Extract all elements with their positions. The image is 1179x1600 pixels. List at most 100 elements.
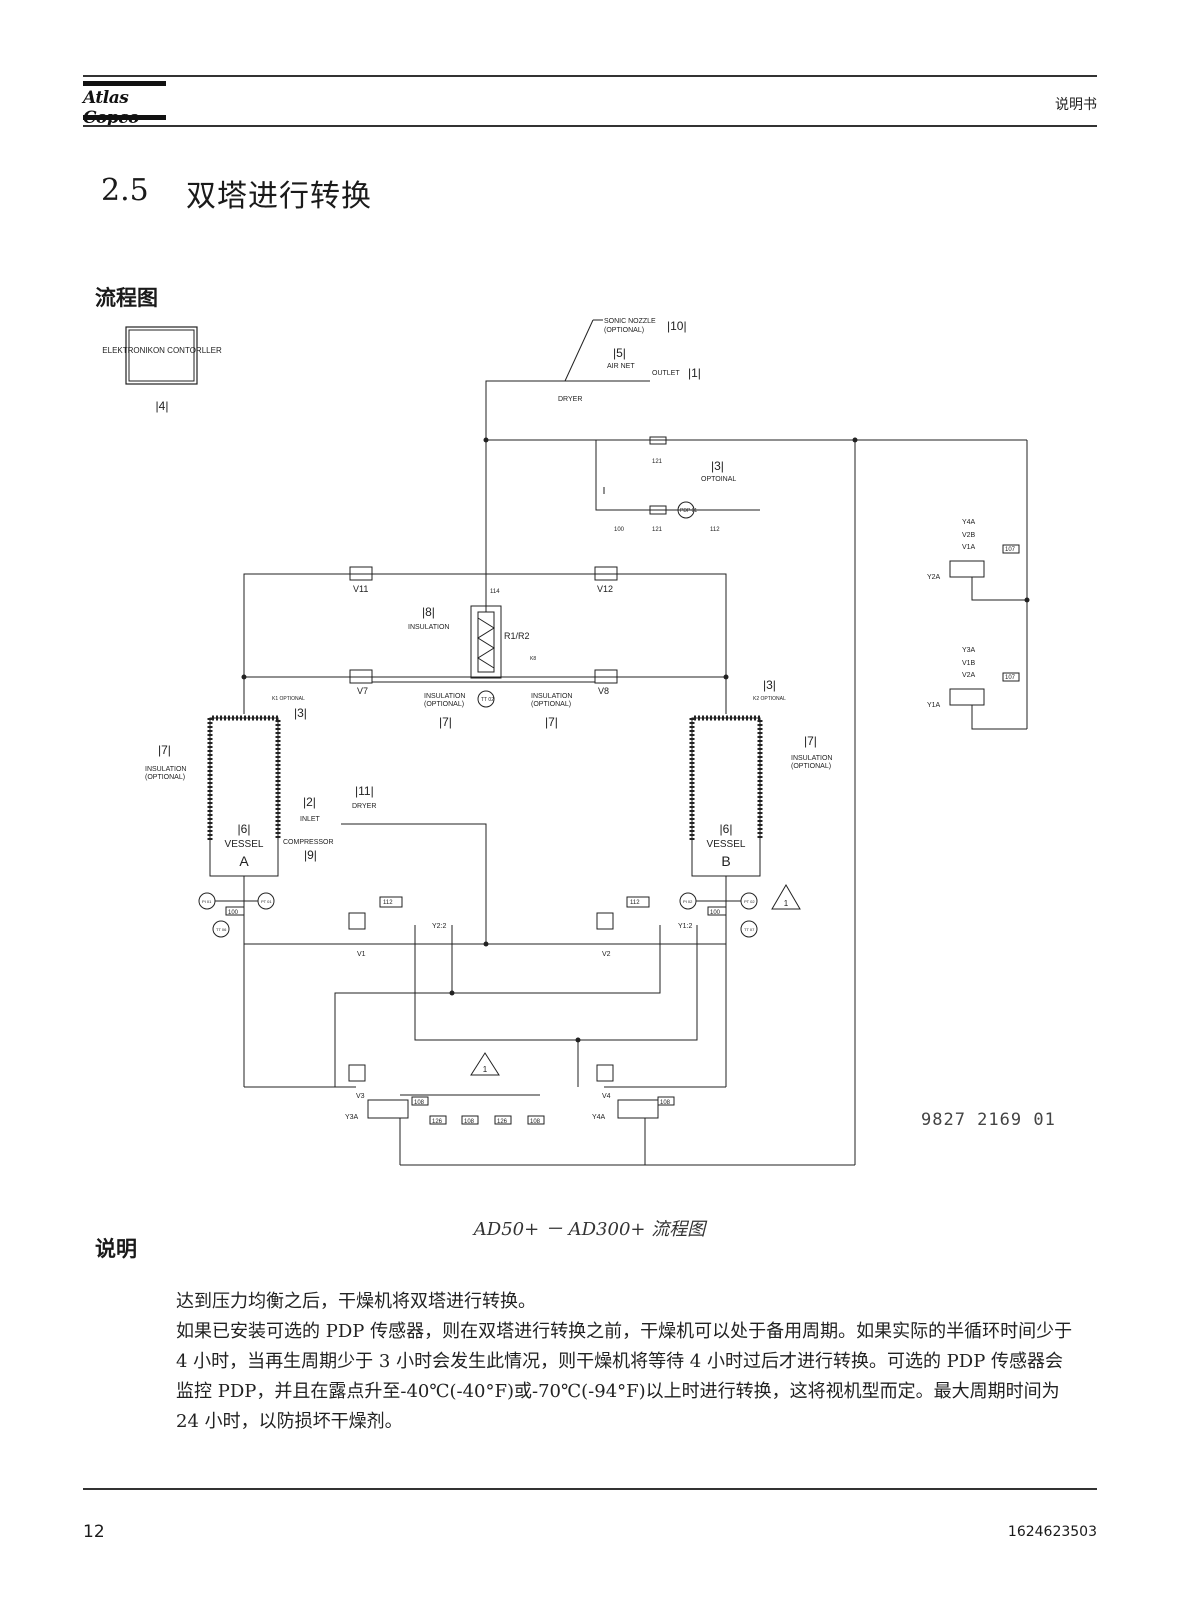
outlet-label: OUTLET <box>652 370 680 377</box>
box-107a-label: 107 <box>1005 547 1016 553</box>
v2a-label: V2A <box>962 672 976 679</box>
ref-5: |5| <box>613 346 626 360</box>
box-108-left-label: 108 <box>414 1100 425 1106</box>
warning-triangle-bottom <box>470 1052 500 1076</box>
vessel-b-insulation <box>689 715 763 840</box>
paragraph: 达到压力均衡之后，干燥机将双塔进行转换。 <box>176 1291 536 1312</box>
v11-label: V11 <box>353 584 368 594</box>
page-number: 12 <box>83 1522 105 1542</box>
ref-7-mid-left: |7| <box>439 715 452 729</box>
insulation-right-label: INSULATION <box>531 693 573 700</box>
junction-dot <box>723 674 729 680</box>
v8-label: V8 <box>598 686 609 696</box>
v7-label: V7 <box>357 686 368 696</box>
ref-3-left: |3| <box>294 706 307 720</box>
v12-label: V12 <box>597 584 613 594</box>
figure-caption: AD50+ － AD300+ 流程图 <box>473 1219 706 1240</box>
box-100-right-label: 100 <box>710 910 721 916</box>
pilot-v4 <box>452 925 661 994</box>
section-title: 双塔进行转换 <box>186 179 372 214</box>
ref-7-mid-right: |7| <box>545 715 558 729</box>
pilot-loop <box>414 925 698 1041</box>
ref-11: |11| <box>355 784 374 798</box>
optional-right-label: (OPTIONAL) <box>531 701 571 708</box>
pi01-label: PI 01 <box>202 899 212 904</box>
box-112-left <box>379 896 403 908</box>
box-112-right-label: 112 <box>630 900 640 906</box>
orifice-121a <box>649 436 667 445</box>
heater-core <box>477 611 495 673</box>
v1-label: V1 <box>357 951 366 958</box>
junction-dot <box>483 437 489 443</box>
box-112-left-label: 112 <box>383 900 393 906</box>
v11-valve <box>349 566 373 581</box>
ref-8: |8| <box>422 605 435 619</box>
v4-actuator <box>596 1064 614 1082</box>
box-107b-label: 107 <box>1005 675 1016 681</box>
box-100-right <box>707 906 727 916</box>
v2-label: V2 <box>602 951 611 958</box>
insulation-outer-left: INSULATION <box>145 766 187 773</box>
header-rule-top <box>83 75 1097 77</box>
y12-label: Y1:2 <box>678 923 693 930</box>
box-100-top-label: 100 <box>614 527 625 533</box>
pdp-branch <box>595 440 612 511</box>
orifice-121b <box>649 505 667 515</box>
v3-actuator <box>348 1064 366 1082</box>
controller-label: ELEKTRONIKON CONTORLLER <box>102 346 222 355</box>
box-121a-label: 121 <box>652 459 663 465</box>
optoinal-label: OPTOINAL <box>701 476 736 483</box>
document-type: 说明书 <box>1055 97 1097 113</box>
air-net-label: AIR NET <box>607 363 635 370</box>
vessel-b-label: VESSEL <box>707 839 746 850</box>
controller-box <box>125 326 198 385</box>
inlet-label: INLET <box>300 816 321 823</box>
drawing-number: 9827 2169 01 <box>921 1110 1056 1130</box>
logo-bar-bottom <box>83 115 166 120</box>
dryer-top-label: DRYER <box>558 396 582 403</box>
inlet-pipe <box>341 823 487 944</box>
junction-dot <box>575 1037 581 1043</box>
v2b-label: V2B <box>962 532 976 539</box>
y1a-line <box>971 705 1027 730</box>
y22-label: Y2:2 <box>432 923 447 930</box>
sonic-leader <box>564 319 594 382</box>
controller-box-inner <box>128 329 195 382</box>
v12-valve <box>594 566 618 581</box>
dryer-mid-label: DRYER <box>352 803 376 810</box>
y2a-label: Y2A <box>927 574 941 581</box>
box-108-left <box>411 1096 429 1106</box>
tt07-symbol <box>740 920 758 938</box>
junction-dot <box>1024 597 1030 603</box>
vessel-b-letter: B <box>721 853 730 869</box>
sonic-optional-label: (OPTIONAL) <box>604 327 644 334</box>
box-100-left-label: 100 <box>228 910 239 916</box>
box-108-mid-label: 108 <box>464 1119 475 1125</box>
y2a-solenoid <box>949 560 985 578</box>
y4a-right-label: Y4A <box>962 519 976 526</box>
tt02-label: TT 02 <box>481 697 494 703</box>
v4-label: V4 <box>602 1093 611 1100</box>
v1a-label: V1A <box>962 544 976 551</box>
insulated-pipe <box>371 676 596 683</box>
vessel-a-label: VESSEL <box>225 839 264 850</box>
ref-7-right: |7| <box>804 734 817 748</box>
controller-ref: |4| <box>156 399 169 413</box>
vessel-a-insulation <box>207 715 281 840</box>
outlet-pipe <box>485 380 650 440</box>
document-number: 1624623503 <box>1007 1524 1097 1540</box>
box-108-mid2 <box>527 1115 545 1125</box>
warning-2-label: 1 <box>483 1065 488 1074</box>
y1a-solenoid <box>949 688 985 706</box>
box-107b <box>1002 672 1020 682</box>
flow-diagram: ELEKTRONIKON CONTORLLER |4| SONIC NOZZLE… <box>102 318 1030 1166</box>
y3a-right-label: Y3A <box>962 647 976 654</box>
optional-left-label: (OPTIONAL) <box>424 701 464 708</box>
description-heading: 说明 <box>95 1237 137 1261</box>
footer-rule <box>83 1488 1097 1490</box>
pt02-label: PT 02 <box>744 899 755 904</box>
box-108-mid <box>461 1115 479 1125</box>
pt01-label: PT 01 <box>261 899 272 904</box>
k1-label: K1 OPTIONAL <box>272 696 305 702</box>
y1a-label: Y1A <box>927 702 941 709</box>
